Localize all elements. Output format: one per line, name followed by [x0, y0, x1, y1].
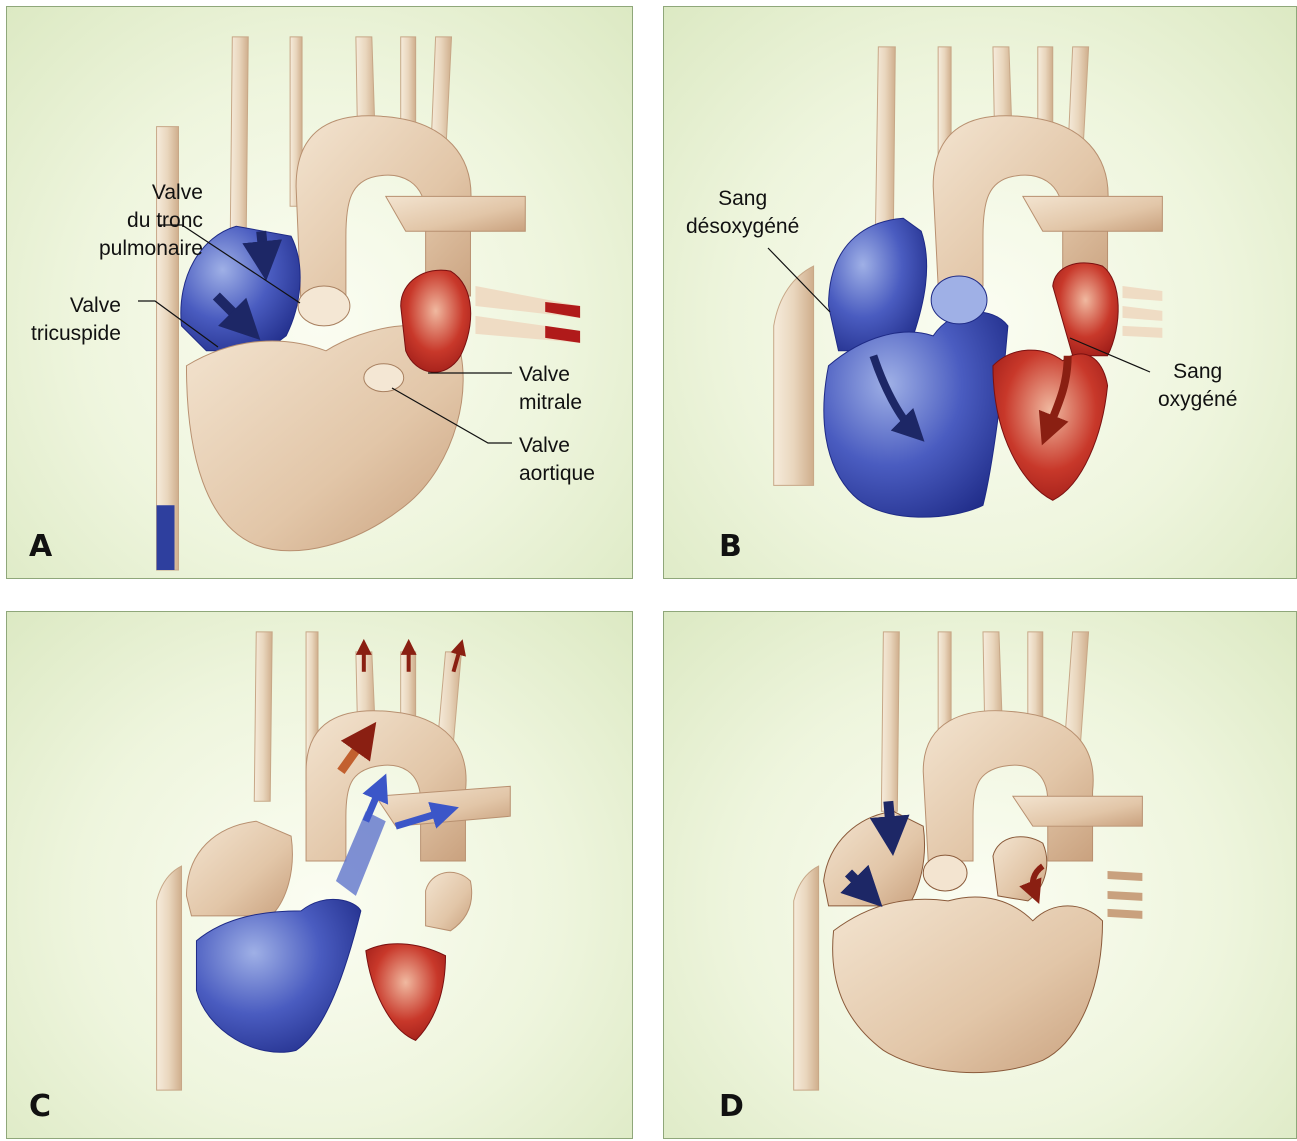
- panel-letter: D: [719, 1089, 744, 1124]
- aortic-valve-label: Valve aortique: [519, 432, 595, 488]
- panel-c: C: [6, 611, 633, 1139]
- mitral-valve-label: Valve mitrale: [519, 361, 582, 417]
- panel-letter: C: [29, 1089, 51, 1124]
- panel-a: A Valve du tronc pulmonaire Valve tricus…: [6, 6, 633, 579]
- pulmonary-valve-label: Valve du tronc pulmonaire: [99, 179, 203, 263]
- tricuspid-valve-label: Valve tricuspide: [31, 292, 121, 348]
- heart-illustration-b: [664, 7, 1296, 578]
- panel-letter: B: [719, 529, 742, 564]
- panel-letter: A: [29, 529, 52, 564]
- heart-illustration-c: [7, 612, 632, 1138]
- panel-d: D: [663, 611, 1297, 1139]
- panel-b: B Sang désoxygéné Sang oxygéné: [663, 6, 1297, 579]
- heart-illustration-d: [664, 612, 1296, 1138]
- deoxygenated-blood-label: Sang désoxygéné: [686, 185, 799, 241]
- oxygenated-blood-label: Sang oxygéné: [1158, 358, 1237, 414]
